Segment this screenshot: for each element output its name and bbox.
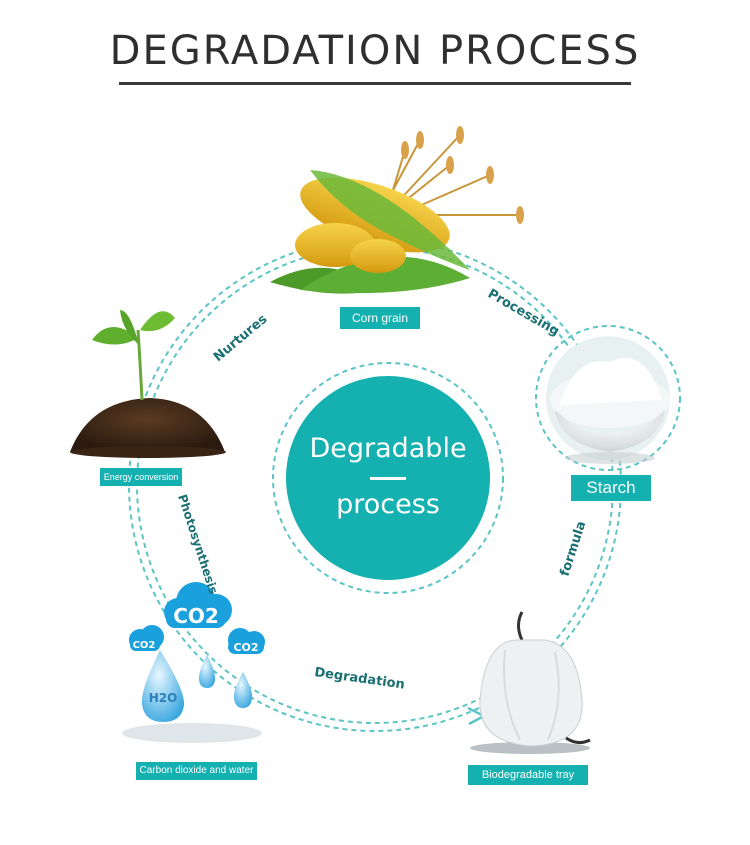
inner-dashed-ring <box>272 362 504 594</box>
biodegradable-bag-icon <box>470 611 591 754</box>
seedling-icon <box>70 310 226 458</box>
starch-bowl-icon <box>535 325 681 471</box>
page-title: DEGRADATION PROCESS <box>109 28 641 74</box>
co2-small-left: CO2 <box>133 640 156 651</box>
center-title-line2: process <box>336 489 440 520</box>
formula-arrow-label: formula <box>558 519 590 578</box>
co2-large-label: CO2 <box>173 604 219 628</box>
corn-icon <box>270 126 524 294</box>
biodegradable-tray-tag: Biodegradable tray <box>468 765 588 785</box>
h2o-label: H2O <box>149 691 178 705</box>
starch-tag: Starch <box>571 475 651 501</box>
center-divider <box>370 477 406 480</box>
energy-conversion-tag: Energy conversion <box>100 468 182 486</box>
photosynthesis-arrow-label: Photosynthesis <box>175 493 220 596</box>
center-title-line1: Degradable <box>309 433 467 464</box>
corn-grain-tag: Corn grain <box>340 307 420 329</box>
co2-water-icon: CO2 CO2 CO2 H2O <box>122 582 265 743</box>
title-underline <box>119 82 631 85</box>
nurtures-arrow-label: Nurtures <box>211 312 271 365</box>
co2-small-right: CO2 <box>233 641 258 654</box>
co2-water-tag: Carbon dioxide and water <box>136 762 257 780</box>
degradation-arrow-label: Degradation <box>313 665 405 693</box>
